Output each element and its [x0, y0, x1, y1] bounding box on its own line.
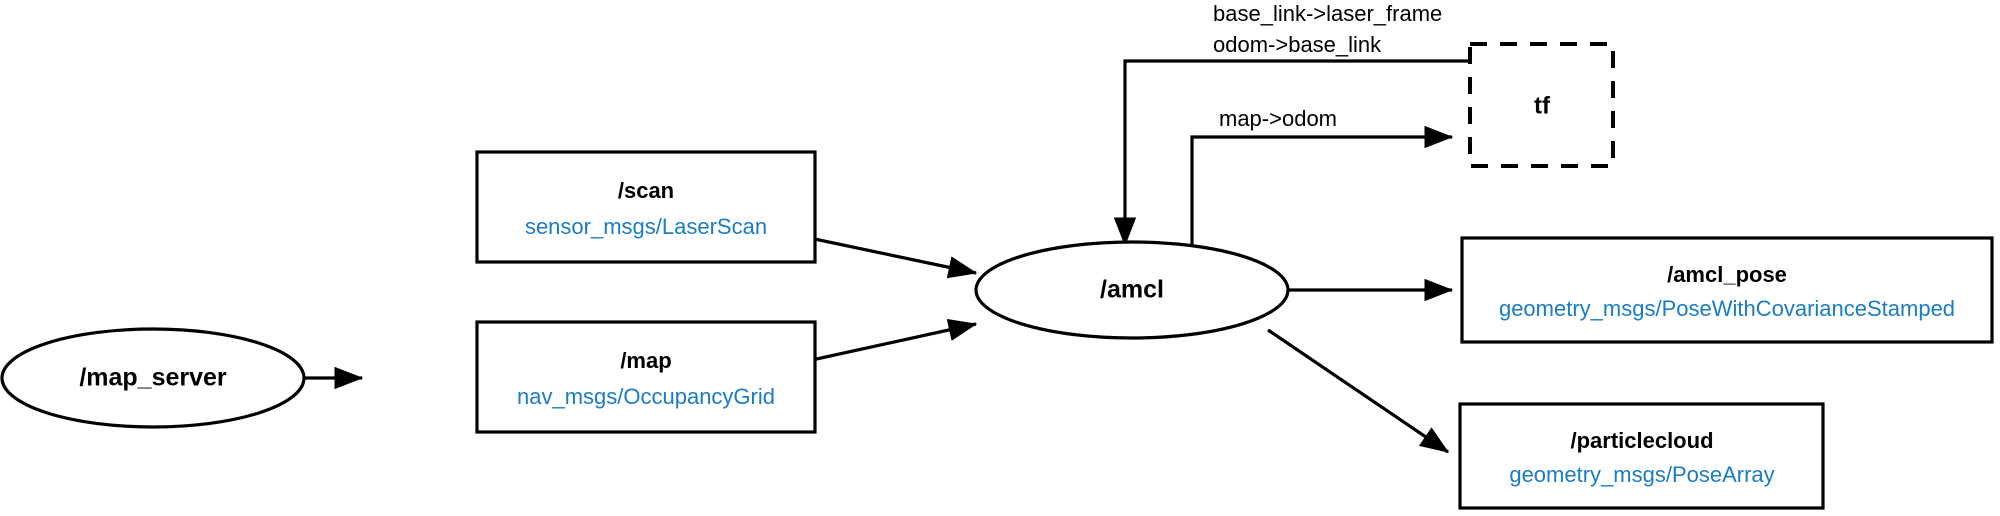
tf-label: tf	[1534, 92, 1551, 119]
particlecloud-topic-name: /particlecloud	[1570, 428, 1713, 453]
amcl-ellipse	[974, 240, 1290, 340]
amcl-label: /amcl	[1100, 276, 1164, 304]
scan-topic-name: /scan	[618, 178, 674, 203]
map-topic-name: /map	[620, 348, 671, 373]
topic-amcl-pose[interactable]: /amcl_pose geometry_msgs/PoseWithCovaria…	[1460, 236, 1994, 344]
tf-box	[1468, 42, 1615, 168]
scan-box	[475, 150, 817, 264]
node-map-server[interactable]: /map_server	[0, 327, 306, 429]
edge-tf-to-amcl	[1113, 59, 1468, 247]
edge-amcl-to-tf	[1190, 125, 1454, 250]
amcl-pose-box	[1460, 236, 1994, 344]
topic-scan[interactable]: /scan sensor_msgs/LaserScan	[475, 150, 817, 264]
map-box	[475, 320, 817, 434]
edge-label-tf-to-amcl-line1: base_link->laser_frame	[1213, 1, 1442, 26]
map-server-ellipse	[0, 327, 306, 429]
topic-particlecloud[interactable]: /particlecloud geometry_msgs/PoseArray	[1458, 402, 1825, 510]
topic-map[interactable]: /map nav_msgs/OccupancyGrid	[475, 320, 817, 434]
scan-topic-type: sensor_msgs/LaserScan	[525, 214, 767, 239]
node-amcl[interactable]: /amcl	[974, 240, 1290, 340]
particlecloud-topic-type: geometry_msgs/PoseArray	[1509, 462, 1774, 487]
edge-label-tf-to-amcl-line2: odom->base_link	[1213, 32, 1382, 57]
edge-amcl-to-particlecloud	[1267, 328, 1450, 454]
particlecloud-box	[1458, 402, 1825, 510]
map-server-label: /map_server	[79, 364, 227, 392]
map-topic-type: nav_msgs/OccupancyGrid	[517, 384, 775, 409]
edge-label-amcl-to-tf: map->odom	[1219, 106, 1337, 131]
amcl-pose-topic-name: /amcl_pose	[1667, 262, 1787, 287]
node-tf[interactable]: tf	[1468, 42, 1615, 168]
amcl-pose-topic-type: geometry_msgs/PoseWithCovarianceStamped	[1499, 296, 1955, 321]
